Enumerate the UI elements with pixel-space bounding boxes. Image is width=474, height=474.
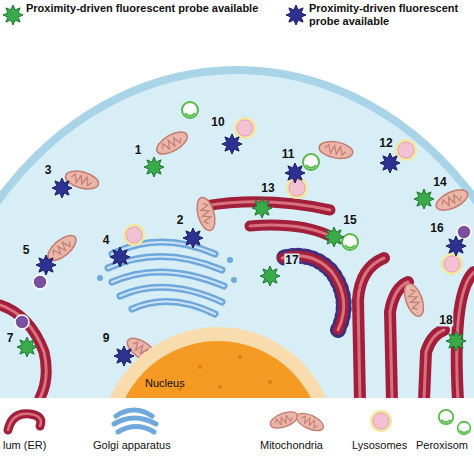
callout-number: 17 (284, 254, 299, 267)
nucleus: Nucleus (100, 327, 336, 398)
callout-number: 16 (429, 222, 444, 235)
callout-number: 14 (432, 176, 447, 189)
callout-number: 15 (342, 214, 357, 227)
legend-label: lum (ER) (3, 439, 63, 452)
callout-number: 18 (438, 314, 453, 327)
cell (0, 70, 474, 398)
callout-number: 12 (378, 137, 393, 150)
legend-icons (8, 409, 470, 435)
golgi (97, 242, 237, 314)
callout-number: 9 (102, 332, 111, 345)
legend-label: Peroxisom (416, 439, 472, 452)
callout-number: 13 (260, 182, 275, 195)
legend-label: Mitochondria (260, 439, 340, 452)
callout-number: 4 (102, 234, 111, 247)
callout-number: 7 (6, 332, 15, 345)
callout-number: 5 (22, 244, 31, 257)
mitochondria (44, 128, 471, 367)
callout-number: 2 (176, 214, 185, 227)
legend-label: Lysosomes (352, 439, 416, 452)
legend-label: Proximity-driven fluorescent probe avail… (309, 2, 471, 28)
rough-er (282, 256, 344, 330)
peroxisomes (182, 102, 358, 250)
legend-label: Proximity-driven fluorescent probe avail… (26, 2, 266, 15)
lysosomes (123, 117, 463, 275)
legend-label: Golgi apparatus (93, 439, 193, 452)
callout-number: 1 (134, 144, 143, 157)
target-dots (15, 225, 471, 329)
callout-number: 10 (210, 116, 225, 129)
nucleus-shape (100, 327, 336, 398)
organelle-label: Nucleus (145, 377, 185, 390)
callout-number: 3 (44, 164, 53, 177)
callout-number: 11 (281, 148, 296, 161)
